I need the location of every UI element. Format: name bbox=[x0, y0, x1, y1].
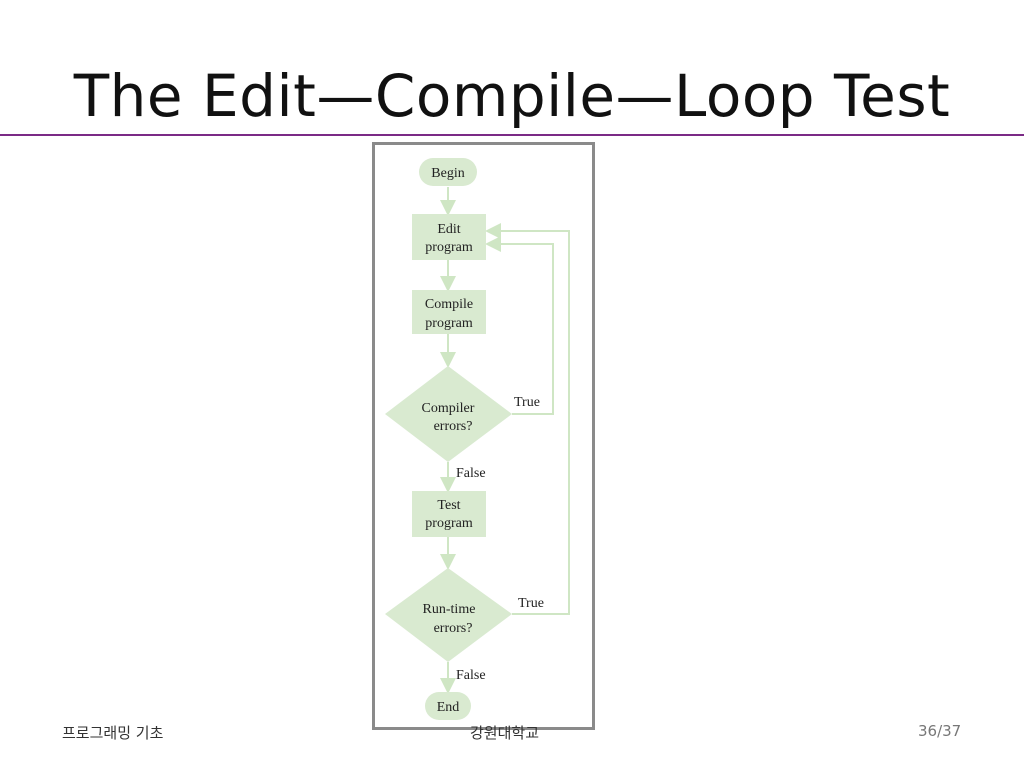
runtime-errors-label-line1: Run-time bbox=[423, 602, 476, 617]
edit-program-node bbox=[412, 214, 486, 260]
runtime-errors-decision bbox=[385, 568, 512, 662]
footer-university: 강원대학교 bbox=[470, 724, 540, 742]
compile-program-node bbox=[412, 290, 486, 334]
false-label-compiler: False bbox=[456, 466, 486, 481]
end-label: End bbox=[437, 700, 460, 715]
footer-page-number: 36/37 bbox=[918, 722, 962, 740]
true-label-runtime: True bbox=[518, 596, 544, 611]
footer-course-name: 프로그래밍 기초 bbox=[62, 724, 164, 742]
test-label-line2: program bbox=[425, 516, 473, 531]
compiler-errors-label-line2: errors? bbox=[434, 419, 473, 434]
edit-label-line1: Edit bbox=[437, 222, 460, 237]
flow-connectors bbox=[440, 187, 570, 694]
compiler-errors-decision bbox=[385, 366, 512, 462]
runtime-errors-label-line2: errors? bbox=[434, 621, 473, 636]
compile-label-line1: Compile bbox=[425, 297, 473, 312]
loop-runtime-errors-true bbox=[485, 223, 570, 615]
begin-node bbox=[419, 158, 477, 186]
begin-label: Begin bbox=[431, 166, 464, 181]
edit-label-line2: program bbox=[425, 240, 473, 255]
flowchart-frame: Begin Edit program Compile program Compi… bbox=[372, 142, 595, 730]
slide-title: The Edit—Compile—Loop Test bbox=[73, 62, 951, 130]
compile-label-line2: program bbox=[425, 316, 473, 331]
true-label-compiler: True bbox=[514, 395, 540, 410]
false-label-runtime: False bbox=[456, 668, 486, 683]
test-program-node bbox=[412, 491, 486, 537]
test-label-line1: Test bbox=[437, 498, 460, 513]
end-node bbox=[425, 692, 471, 720]
loop-compiler-errors-true bbox=[485, 236, 554, 415]
compiler-errors-label-line1: Compiler bbox=[422, 401, 475, 416]
title-divider bbox=[0, 134, 1024, 136]
